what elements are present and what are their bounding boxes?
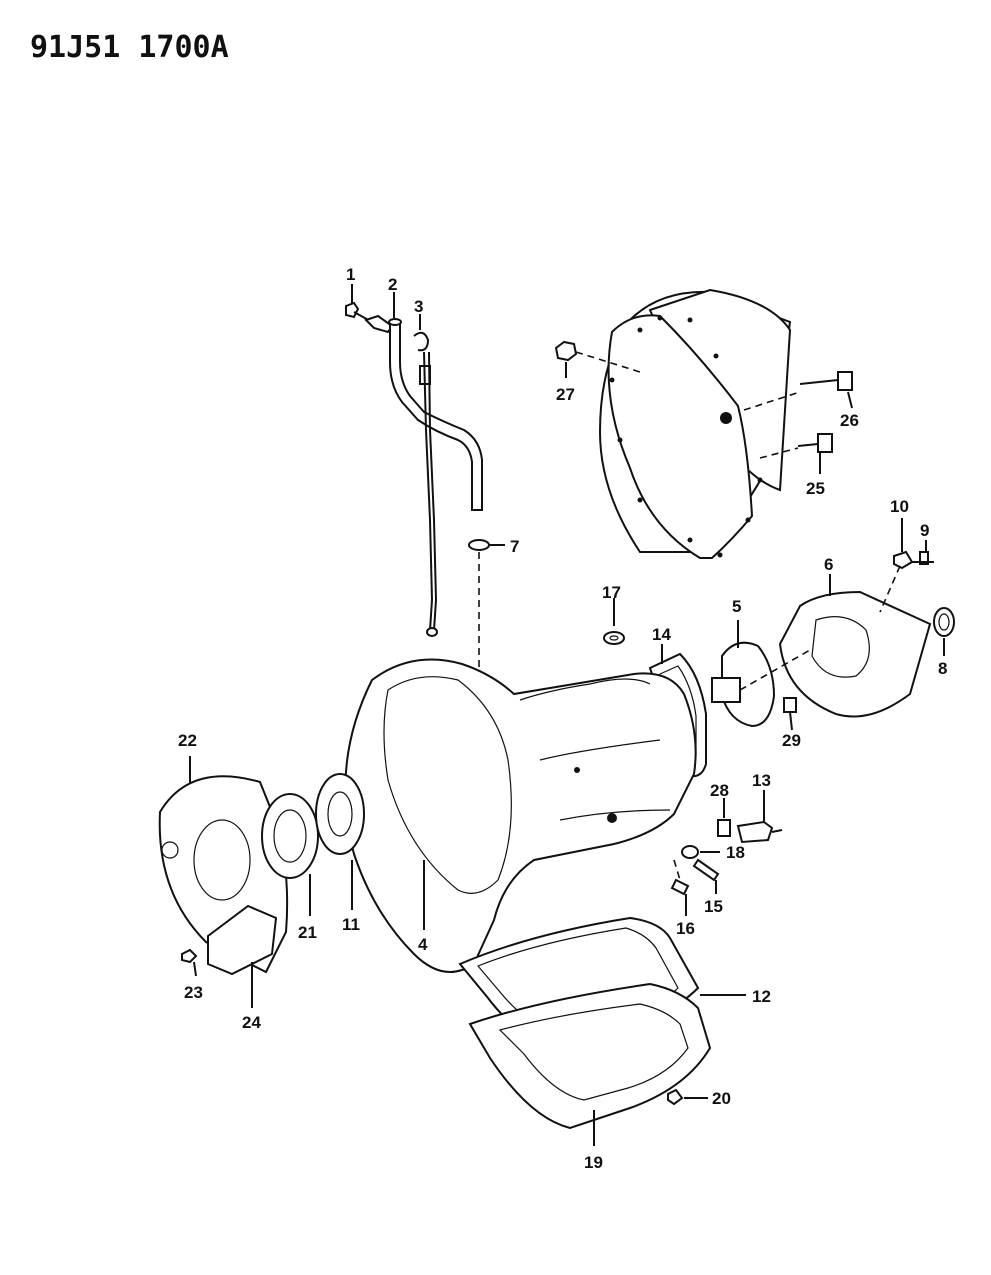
callout-5: 5 [732,597,741,616]
part-26-bolt [743,371,853,411]
converter-housing-cover [598,288,792,559]
page-title: 91J51 1700A [30,30,229,65]
part-2-filler-tube [364,292,483,511]
callout-16: 16 [676,919,695,938]
part-21-ring [261,793,319,916]
callout-28: 28 [710,781,729,800]
callout-19: 19 [584,1153,603,1172]
callout-1: 1 [346,265,355,284]
callout-7: 7 [510,537,519,556]
callout-14: 14 [652,625,671,644]
part-4-transmission-case [344,658,697,973]
callout-22: 22 [178,731,197,750]
part-15-pin [692,858,720,894]
part-1-bolt [345,284,373,323]
part-18-plug [681,845,720,859]
callout-27: 27 [556,385,575,404]
callout-labels: 1 2 3 4 5 6 7 8 9 10 11 12 13 14 15 16 1… [178,265,947,1172]
part-10-bracket [879,518,914,613]
callout-11: 11 [342,915,360,934]
callout-8: 8 [938,659,947,678]
part-7-o-ring [468,539,505,680]
part-5-extension-yoke [711,620,776,728]
callout-4: 4 [418,935,428,954]
callout-6: 6 [824,555,833,574]
callout-23: 23 [184,983,203,1002]
part-24-bracket [207,904,278,1008]
part-9-bolt [912,540,934,565]
part-16-switch [670,859,690,916]
part-23-bolt [181,948,198,977]
part-25-bolt [759,433,833,474]
callout-2: 2 [388,275,397,294]
callout-9: 9 [920,521,929,540]
callout-25: 25 [806,479,825,498]
part-8-seal [933,607,955,656]
callout-24: 24 [242,1013,261,1032]
part-19-oil-pan [468,982,712,1146]
part-13-connector [736,790,783,844]
part-27-nut [554,340,641,378]
part-11-pump-seal [315,773,365,910]
callout-15: 15 [704,897,723,916]
callout-10: 10 [890,497,909,516]
callout-17: 17 [602,583,621,602]
callout-13: 13 [752,771,771,790]
part-29-bolt [783,697,797,731]
part-28-sensor [717,798,731,837]
part-3-dipstick [413,314,438,637]
part-17-washer [603,598,625,645]
callout-3: 3 [414,297,423,316]
callout-12: 12 [752,987,771,1006]
callout-26: 26 [840,411,859,430]
callout-20: 20 [712,1089,731,1108]
callout-21: 21 [298,923,317,942]
part-20-drain-bolt [667,1088,708,1106]
callout-18: 18 [726,843,745,862]
part-6-extension-housing [739,574,932,718]
callout-29: 29 [782,731,801,750]
